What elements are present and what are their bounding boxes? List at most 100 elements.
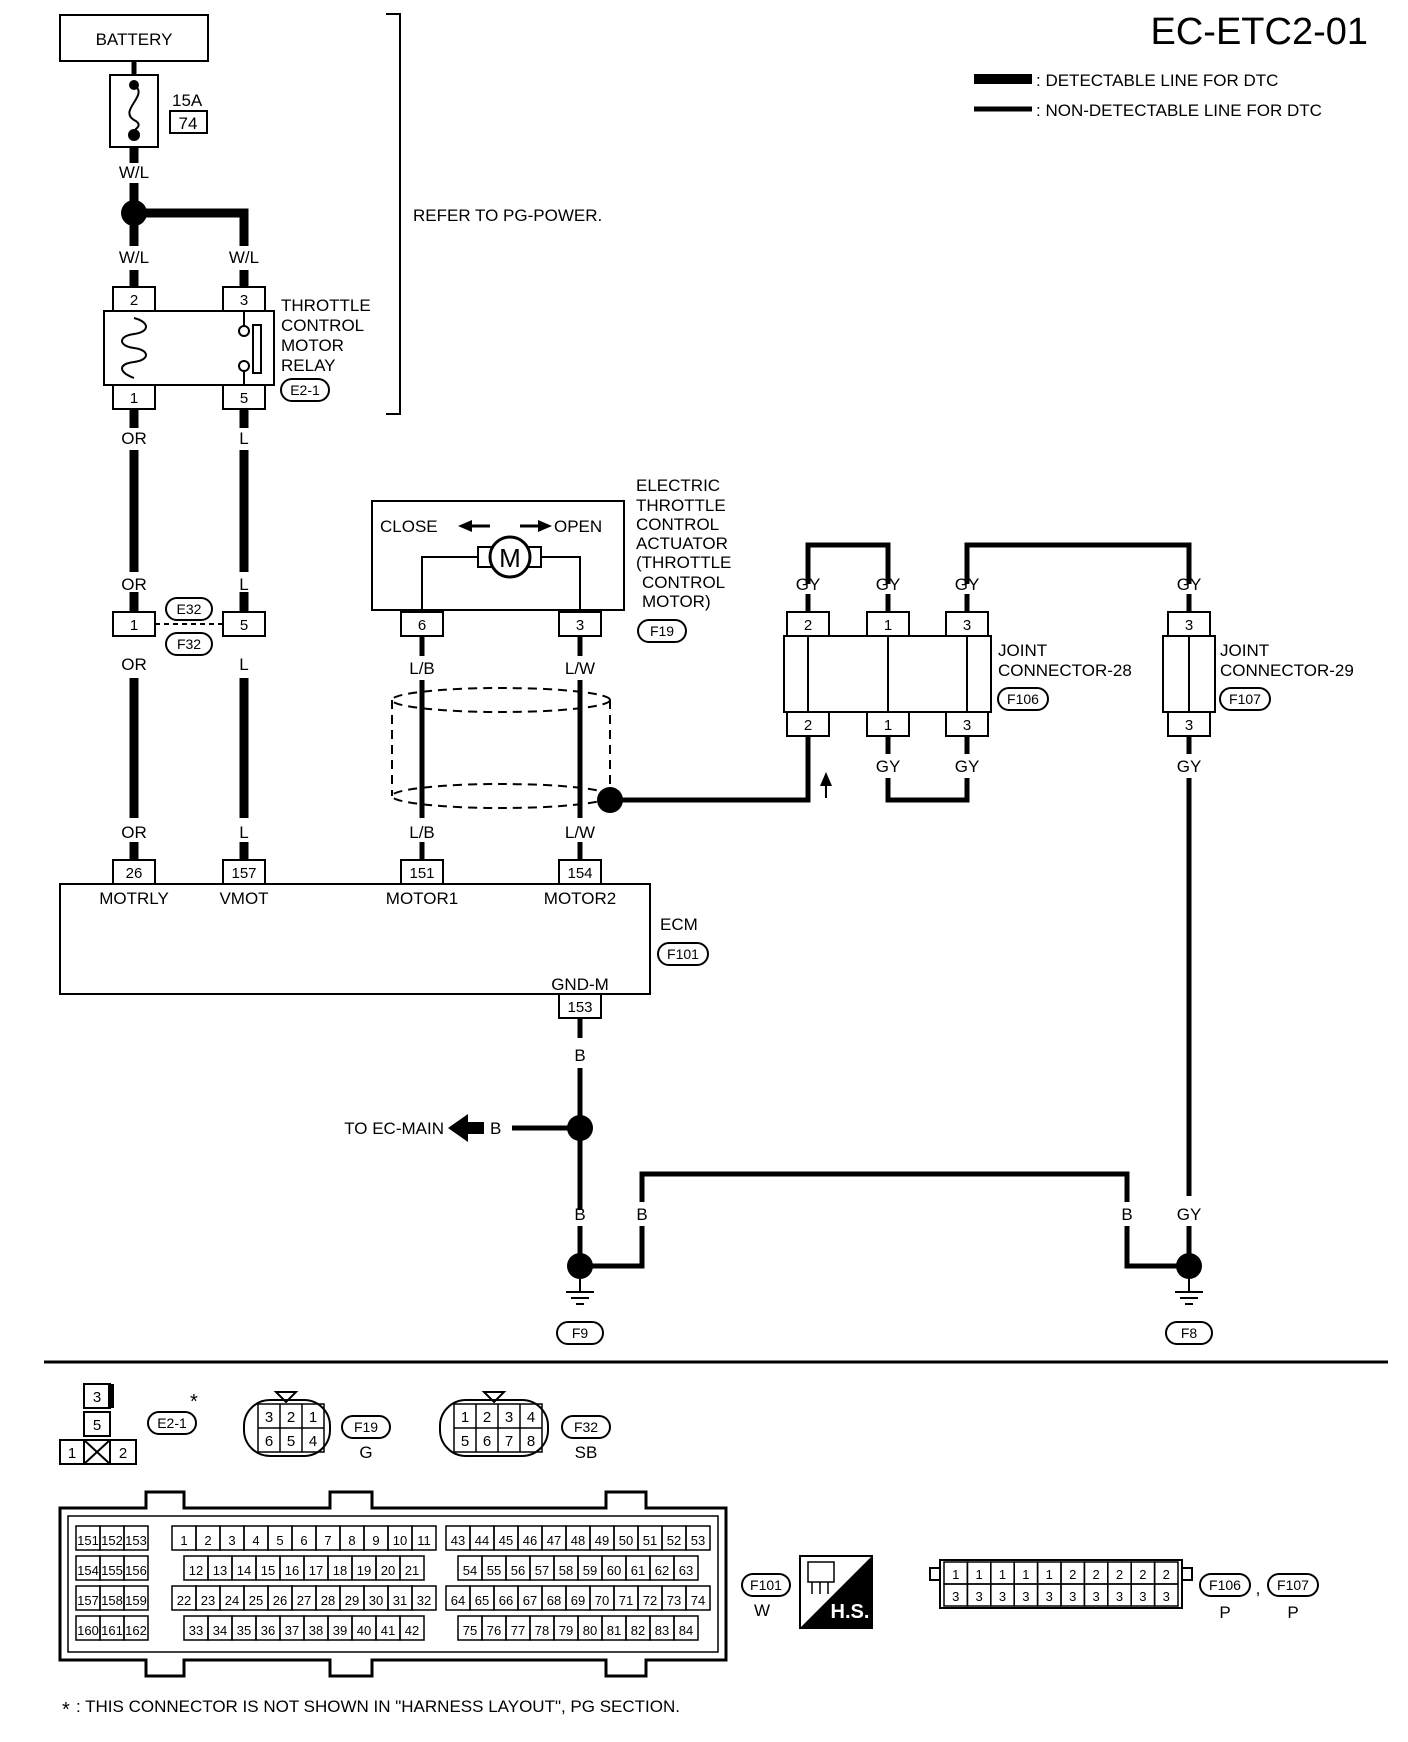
pin-number: 52 — [667, 1533, 681, 1548]
relay-name-3: MOTOR — [281, 336, 344, 355]
ecm-pin-26: 26 — [126, 865, 143, 882]
wire-label-b-4: B — [636, 1205, 647, 1224]
wire-label-b-5: B — [1121, 1205, 1132, 1224]
pin-number: 1 — [1046, 1567, 1053, 1582]
arrow-left-bold-icon — [448, 1114, 484, 1142]
view-f106-separator: , — [1256, 1579, 1261, 1598]
jc28-connector-id: F106 — [1007, 691, 1039, 707]
pin-number: 24 — [225, 1593, 239, 1608]
pin-number: 16 — [285, 1563, 299, 1578]
pin-number: 51 — [643, 1533, 657, 1548]
svg-text:8: 8 — [527, 1433, 535, 1450]
view-f107-color: P — [1287, 1603, 1298, 1622]
refer-bracket — [386, 13, 401, 415]
connector-view-e2-1: 3 5 1 2 — [59, 1383, 137, 1465]
pin-number: 3 — [1069, 1589, 1076, 1604]
svg-text:6: 6 — [265, 1433, 273, 1450]
inline-connector-lower: F32 — [177, 636, 201, 652]
battery-label: BATTERY — [96, 30, 173, 49]
fuse-rating: 15A — [172, 91, 203, 110]
actuator-name-1: ELECTRIC — [636, 476, 720, 495]
pin-cell — [411, 1585, 437, 1611]
pin-number: 71 — [619, 1593, 633, 1608]
hs-label: H.S. — [831, 1601, 870, 1623]
pin-number: 155 — [101, 1563, 123, 1578]
pin-number: 43 — [451, 1533, 465, 1548]
svg-text:3: 3 — [265, 1409, 273, 1426]
pin-number: 73 — [667, 1593, 681, 1608]
wire-label-lw-1: L/W — [565, 659, 595, 678]
pin-number: 160 — [77, 1623, 99, 1638]
pin-number: 11 — [417, 1533, 431, 1548]
pin-number: 2 — [1116, 1567, 1123, 1582]
pin-number: 20 — [381, 1563, 395, 1578]
relay-name-1: THROTTLE — [281, 296, 371, 315]
pin-cell — [685, 1585, 711, 1611]
pin-number: 9 — [372, 1533, 379, 1548]
wire-label-gy-4: GY — [1177, 575, 1202, 594]
pin-number: 57 — [535, 1563, 549, 1578]
pin-number: 42 — [405, 1623, 419, 1638]
wire-label-b-3: B — [574, 1205, 585, 1224]
pin-number: 65 — [475, 1593, 489, 1608]
pin-number: 5 — [276, 1533, 283, 1548]
jc28-top-pin-1: 1 — [884, 617, 892, 634]
pin-number: 3 — [1046, 1589, 1053, 1604]
pin-number: 38 — [309, 1623, 323, 1638]
relay-pin-5: 5 — [240, 390, 248, 407]
pin-number: 3 — [999, 1589, 1006, 1604]
inline-pin-5: 5 — [240, 617, 248, 634]
jc28-name-2: CONNECTOR-28 — [998, 661, 1132, 680]
pin-number: 66 — [499, 1593, 513, 1608]
ecm-pin-154: 154 — [567, 865, 592, 882]
svg-text:1: 1 — [309, 1409, 317, 1426]
pin-number: 72 — [643, 1593, 657, 1608]
pin-number: 37 — [285, 1623, 299, 1638]
view-f19-id: F19 — [354, 1419, 378, 1435]
pin-number: 21 — [405, 1563, 419, 1578]
pin-number: 50 — [619, 1533, 633, 1548]
pin-number: 83 — [655, 1623, 669, 1638]
pin-number: 154 — [77, 1563, 99, 1578]
svg-text:6: 6 — [483, 1433, 491, 1450]
pin-number: 3 — [952, 1589, 959, 1604]
pin-number: 44 — [475, 1533, 489, 1548]
pin-number: 40 — [357, 1623, 371, 1638]
relay-switch-icon — [252, 324, 262, 374]
jc28-top-pin-2: 2 — [804, 617, 812, 634]
wire-label-l-2: L — [239, 575, 248, 594]
jc29-name-2: CONNECTOR-29 — [1220, 661, 1354, 680]
pin-number: 161 — [101, 1623, 123, 1638]
view-f106-color: P — [1219, 1603, 1230, 1622]
diagram-title: EC-ETC2-01 — [1151, 11, 1369, 53]
pin-number: 54 — [463, 1563, 477, 1578]
relay-connector-id: E2-1 — [290, 382, 320, 398]
pin-number: 3 — [228, 1533, 235, 1548]
pin-number: 6 — [300, 1533, 307, 1548]
pin-number: 56 — [511, 1563, 525, 1578]
pin-cell — [123, 1555, 149, 1581]
pin-number: 157 — [77, 1593, 99, 1608]
actuator-close-label: CLOSE — [380, 517, 438, 536]
refer-note: REFER TO PG-POWER. — [413, 206, 602, 225]
pin-number: 15 — [261, 1563, 275, 1578]
svg-text:5: 5 — [93, 1417, 101, 1434]
ecm-body — [59, 883, 651, 995]
wire-label-lb-1: L/B — [409, 659, 435, 678]
pin-number: 159 — [125, 1593, 147, 1608]
svg-text:7: 7 — [505, 1433, 513, 1450]
pin-number: 4 — [252, 1533, 259, 1548]
pin-number: 3 — [1116, 1589, 1123, 1604]
pin-number: 36 — [261, 1623, 275, 1638]
view-f107-id: F107 — [1277, 1577, 1309, 1593]
actuator-name-5: (THROTTLE — [636, 553, 731, 572]
pin-number: 1 — [180, 1533, 187, 1548]
view-e2-1-star: * — [190, 1391, 198, 1413]
motor-icon — [488, 535, 532, 579]
pin-number: 3 — [1022, 1589, 1029, 1604]
ground-f9-icon — [566, 1279, 594, 1305]
jc28-bottom-pin-1: 1 — [884, 717, 892, 734]
legend-non-detectable-text: : NON-DETECTABLE LINE FOR DTC — [1036, 101, 1322, 120]
pin-number: 75 — [463, 1623, 477, 1638]
pin-number: 35 — [237, 1623, 251, 1638]
